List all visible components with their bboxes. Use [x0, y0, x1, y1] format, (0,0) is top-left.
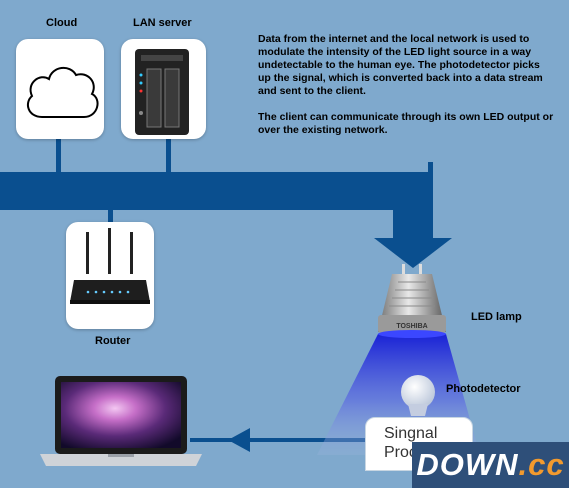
watermark-suffix: .cc: [518, 447, 565, 482]
wifi-router-icon: [70, 228, 150, 304]
lan-server-label: LAN server: [133, 17, 192, 29]
photodetector-bulb-icon: [401, 375, 435, 416]
led-lamp-label: LED lamp: [471, 311, 522, 323]
photodetector-label: Photodetector: [446, 383, 521, 395]
band-down-segment: [393, 172, 433, 240]
cloud-connector: [56, 138, 61, 174]
arrow-left-icon: [228, 428, 250, 452]
right-connector: [428, 162, 433, 174]
description-paragraph-2: The client can communicate through its o…: [258, 111, 554, 136]
cloud-card: [16, 39, 104, 139]
lan-server-card: [121, 39, 206, 139]
cloud-icon: [26, 67, 99, 118]
router-card: [66, 222, 154, 329]
description-text: Data from the internet and the local net…: [258, 33, 554, 137]
network-band: [0, 172, 433, 210]
router-connector: [108, 210, 113, 226]
nas-server-icon: [135, 49, 189, 135]
lamp-brand-text: TOSHIBA: [396, 323, 427, 330]
server-connector: [166, 138, 171, 174]
data-path: [0, 138, 452, 452]
signal-line-1: Singnal: [384, 425, 438, 442]
description-paragraph-1: Data from the internet and the local net…: [258, 33, 543, 97]
cloud-label: Cloud: [46, 17, 78, 29]
router-label: Router: [95, 335, 131, 347]
laptop-icon: [40, 376, 202, 466]
watermark-text: DOWN: [416, 447, 519, 482]
led-lamp-icon: TOSHIBA: [378, 264, 446, 338]
laptop-connector: [190, 438, 368, 442]
watermark-logo: DOWN.cc: [412, 442, 569, 488]
arrow-down-icon: [374, 238, 452, 268]
